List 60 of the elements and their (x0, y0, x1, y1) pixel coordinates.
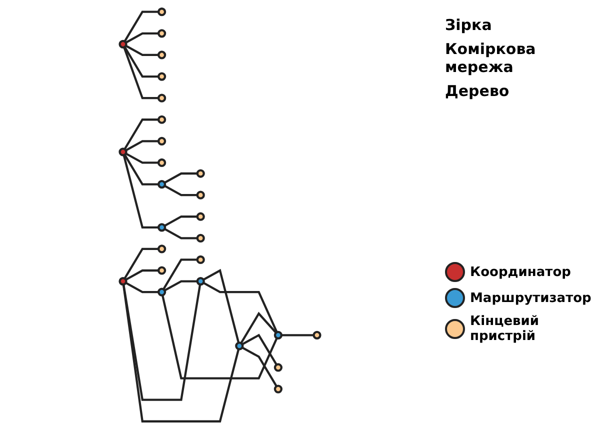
connector (125, 44, 159, 56)
connector (125, 269, 159, 281)
connector (202, 282, 278, 333)
node-circle (158, 266, 166, 275)
connector (124, 154, 159, 186)
connector (124, 118, 159, 150)
node-circle (274, 363, 282, 372)
connector (164, 184, 198, 196)
node-circle (274, 330, 282, 340)
node-circle (158, 72, 166, 81)
node-circle (158, 50, 166, 60)
node-circle (196, 169, 205, 178)
connector (164, 172, 198, 184)
connector (123, 46, 159, 100)
connector (124, 10, 159, 42)
node-circle (158, 180, 166, 189)
node-circle (158, 136, 166, 146)
node-circle (158, 244, 166, 254)
connector (164, 280, 198, 292)
legend-text: Координатор (470, 264, 571, 280)
connector (122, 284, 202, 401)
legend-text: Кінцевий пристрій (470, 314, 540, 344)
connector (122, 284, 240, 422)
connector (124, 46, 159, 78)
connector (242, 346, 278, 387)
node-circle (196, 276, 205, 286)
node-circle (274, 384, 282, 394)
node-circle (118, 40, 128, 48)
node-circle (158, 8, 166, 16)
node-circle (158, 115, 166, 124)
connector (122, 154, 159, 228)
connector (164, 216, 198, 227)
node-circle (235, 342, 244, 350)
connector (124, 248, 159, 280)
node-circle (312, 330, 322, 340)
node-circle (158, 29, 166, 38)
connector (125, 152, 159, 164)
connector (161, 294, 278, 380)
node-circle (118, 276, 128, 286)
node-circle (158, 94, 166, 102)
connector (202, 268, 240, 344)
node-circle (196, 234, 205, 242)
connector (162, 258, 198, 290)
node-circle (196, 255, 205, 264)
connector (125, 32, 159, 44)
node-circle (118, 148, 128, 156)
node-circle (158, 288, 166, 296)
topology-name: Коміркова мережа (445, 40, 537, 76)
node-circle (196, 190, 205, 200)
connector (281, 334, 314, 336)
connector (164, 228, 198, 240)
connector (125, 282, 159, 294)
node-circle (158, 158, 166, 168)
topology-name: Зірка (445, 16, 493, 34)
topology-name: Дерево (445, 82, 510, 100)
connector (125, 140, 159, 152)
connector (242, 334, 278, 366)
node-circle (196, 212, 205, 221)
node-circle (158, 223, 166, 232)
legend-text: Маршрутизатор (470, 290, 592, 306)
